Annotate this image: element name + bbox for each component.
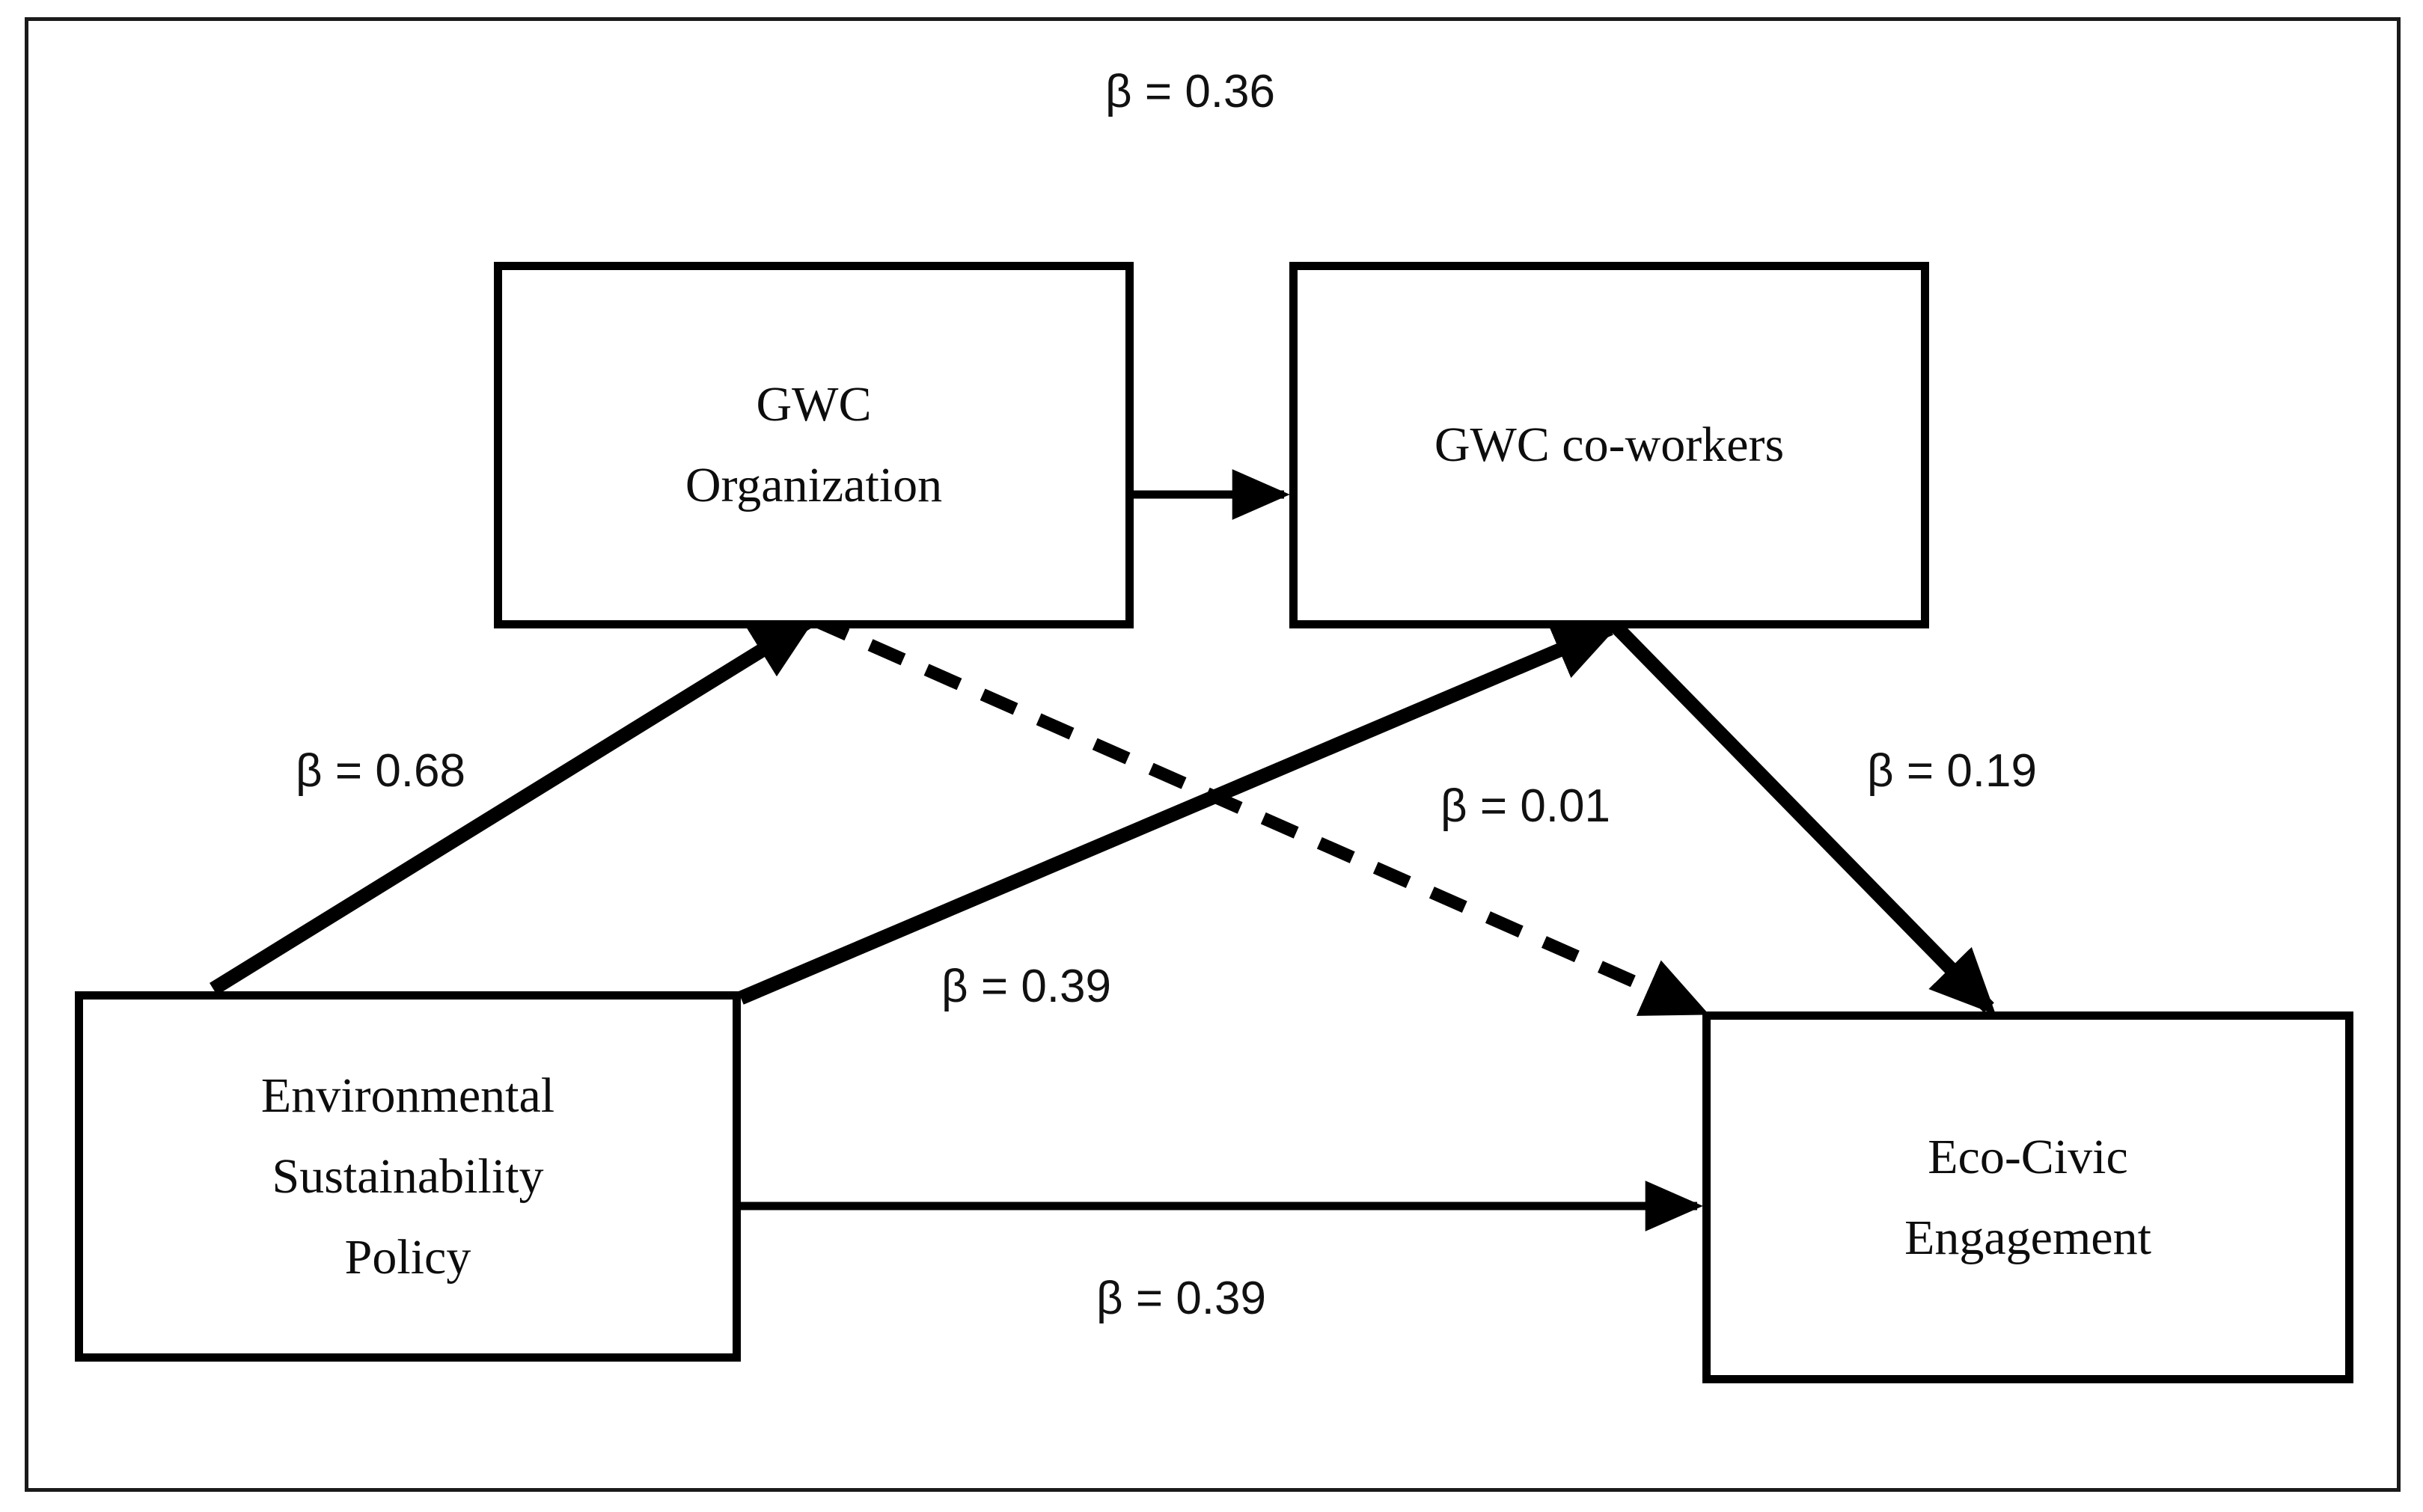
node-label-line: Eco-Civic: [1928, 1129, 2128, 1184]
path-label-coworkers-to-eco: β = 0.19: [1867, 745, 2037, 797]
path-label-esp-to-eco: β = 0.39: [1096, 1273, 1266, 1324]
node-label-line: Organization: [685, 458, 943, 512]
path-label-esp-to-org: β = 0.68: [296, 745, 465, 797]
node-label-line: GWC: [756, 377, 872, 432]
node-gwc-organization[interactable]: GWC Organization: [494, 262, 1134, 628]
node-label-line: Environmental: [260, 1068, 555, 1123]
node-label-line: Engagement: [1904, 1210, 2151, 1265]
node-gwc-coworkers[interactable]: GWC co-workers: [1289, 262, 1929, 628]
node-label-line: Policy: [344, 1229, 471, 1285]
node-environmental-sustainability-policy[interactable]: Environmental Sustainability Policy: [75, 991, 741, 1362]
path-label-org-to-coworkers: β = 0.36: [1105, 66, 1275, 117]
node-label-line: Sustainability: [272, 1148, 544, 1204]
path-label-esp-to-coworkers: β = 0.39: [941, 961, 1111, 1012]
node-label-line: GWC co-workers: [1434, 417, 1785, 472]
path-label-org-to-eco: β = 0.01: [1440, 780, 1610, 832]
node-eco-civic-engagement[interactable]: Eco-Civic Engagement: [1702, 1011, 2353, 1383]
